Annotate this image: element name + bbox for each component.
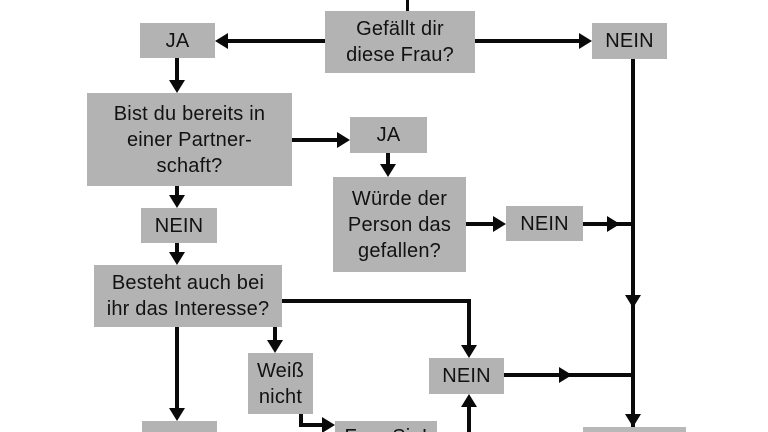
arrowhead-down-icon: [461, 345, 477, 358]
node-ja-1: JA: [140, 23, 215, 58]
node-nein-2-label: NEIN: [520, 212, 569, 235]
arrowhead-right-icon: [559, 367, 572, 383]
node-ja-1-label: JA: [165, 29, 190, 52]
edge-weiss-nicht-to-frag-sie: [299, 423, 324, 427]
node-frag-sie: Frag Sie!: [335, 421, 437, 432]
arrowhead-down-icon: [267, 340, 283, 353]
arrowhead-left-icon: [215, 33, 228, 49]
arrowhead-down-icon: [380, 164, 396, 177]
edge-wuerde-to-nein2: [466, 222, 495, 226]
node-nein-2: NEIN: [506, 206, 583, 241]
arrowhead-down-icon: [169, 408, 185, 421]
arrowhead-right-icon: [579, 33, 592, 49]
arrowhead-right-icon: [607, 216, 620, 232]
edge-interesse-to-bottom-left: [175, 327, 179, 410]
node-weiss-nicht-label: Weiß nicht: [256, 359, 305, 408]
arrowhead-down-icon: [625, 414, 641, 427]
node-question-gefaellt: Gefällt dir diese Frau?: [325, 11, 475, 73]
arrowhead-right-icon: [322, 417, 335, 432]
arrowhead-right-icon: [493, 216, 506, 232]
edge-partnerschaft-to-nein3: [175, 186, 179, 197]
edge-frage-to-nein1: [475, 39, 581, 43]
node-nein-4: NEIN: [429, 358, 504, 394]
node-question-wuerde-gefallen: Würde der Person das gefallen?: [333, 177, 466, 272]
node-nein-1: NEIN: [592, 23, 667, 59]
arrowhead-right-icon: [337, 132, 350, 148]
edge-partnerschaft-to-ja2: [292, 138, 339, 142]
node-nein-3: NEIN: [141, 208, 217, 243]
node-frag-sie-label: Frag Sie!: [345, 424, 428, 432]
arrowhead-up-icon: [461, 394, 477, 407]
node-nein-1-label: NEIN: [605, 30, 654, 52]
node-cut-bottom-left: [142, 421, 217, 432]
node-question-interesse-label: Besteht auch bei ihr das Interesse?: [106, 272, 270, 320]
node-ja-2-label: JA: [376, 124, 401, 146]
edge-ja1-to-partnerschaft: [175, 58, 179, 82]
edge-ja2-to-wuerde: [386, 153, 390, 166]
edge-interesse-elbow-down: [467, 303, 471, 347]
arrowhead-down-icon: [169, 252, 185, 265]
node-weiss-nicht: Weiß nicht: [248, 353, 313, 414]
node-nein-3-label: NEIN: [154, 214, 204, 237]
edge-interesse-to-weiss-nicht: [273, 327, 277, 342]
edge-frage-to-ja1: [227, 39, 325, 43]
edge-nein3-to-interesse: [175, 243, 179, 254]
node-question-partnerschaft: Bist du bereits in einer Partner- schaft…: [87, 93, 292, 186]
edge-interesse-right: [282, 299, 471, 303]
edge-bottom-to-nein4: [467, 405, 471, 432]
node-nein-4-label: NEIN: [442, 365, 491, 387]
edge-nein1-down-long: [631, 59, 635, 427]
node-question-wuerde-gefallen-label: Würde der Person das gefallen?: [347, 187, 452, 262]
node-ja-2: JA: [350, 117, 427, 153]
node-question-interesse: Besteht auch bei ihr das Interesse?: [94, 265, 282, 327]
node-question-gefaellt-label: Gefällt dir diese Frau?: [346, 18, 454, 66]
arrowhead-down-icon: [625, 295, 641, 308]
node-cut-bottom-right: [583, 427, 686, 432]
arrowhead-down-icon: [169, 195, 185, 208]
edge-weiss-nicht-down: [299, 414, 303, 427]
arrowhead-down-icon: [169, 80, 185, 93]
node-question-partnerschaft-label: Bist du bereits in einer Partner- schaft…: [113, 102, 266, 177]
edge-top-stub: [406, 0, 409, 11]
